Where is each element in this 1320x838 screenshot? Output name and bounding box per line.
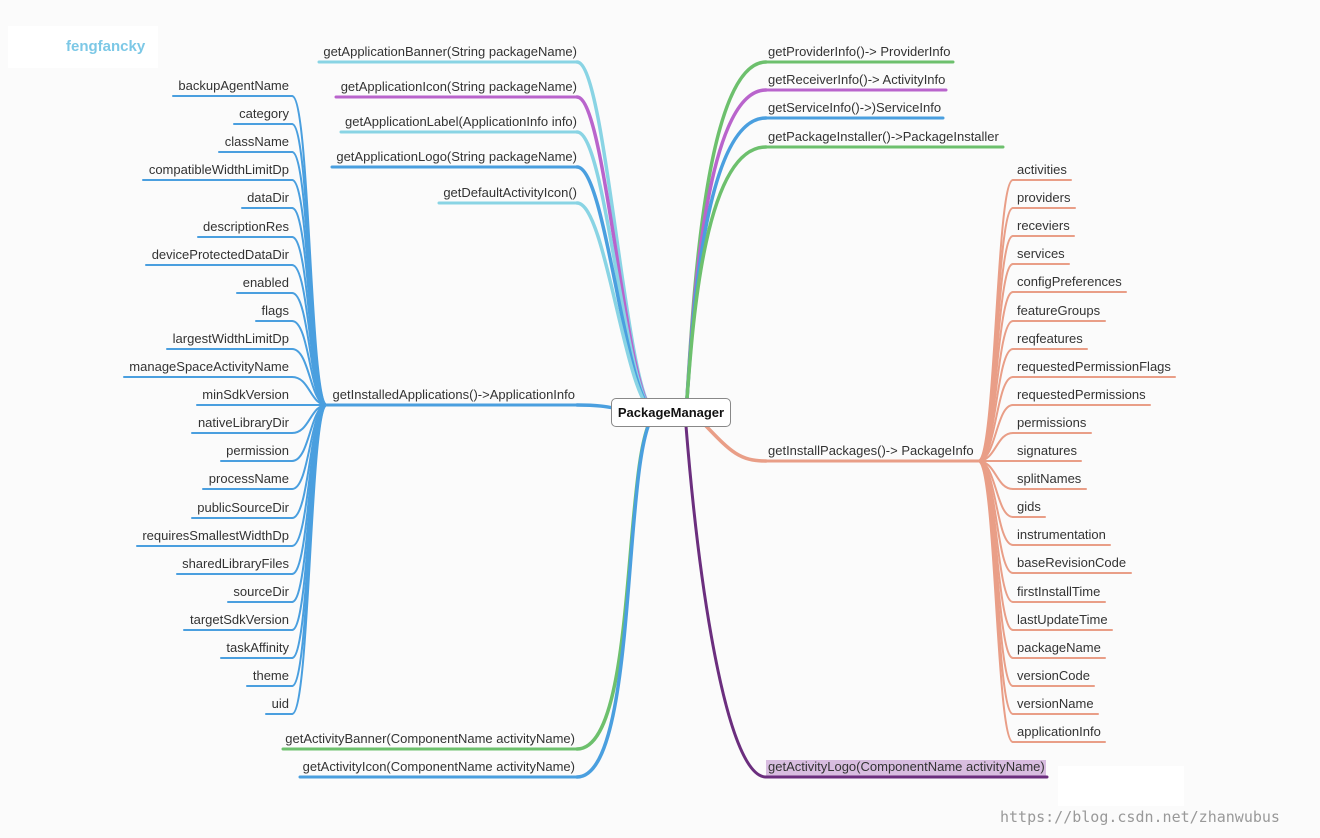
leaf-label[interactable]: versionName [1017, 696, 1094, 711]
leaf-label[interactable]: instrumentation [1017, 527, 1106, 542]
leaf-label[interactable]: processName [208, 471, 289, 486]
leaf-label[interactable]: signatures [1017, 443, 1077, 458]
leaf-label[interactable]: activities [1017, 162, 1067, 177]
leaf-label[interactable]: configPreferences [1017, 274, 1122, 289]
author-name: fengfancky [66, 38, 146, 55]
branch-edge [684, 424, 768, 779]
leaf-label[interactable]: className [224, 134, 289, 149]
branch-label[interactable]: getProviderInfo()-> ProviderInfo [768, 44, 951, 59]
branch-label[interactable]: getApplicationIcon(String packageName) [340, 79, 577, 94]
branch-label[interactable]: getInstalledApplications()->ApplicationI… [332, 387, 575, 402]
highlight-box [766, 760, 1046, 777]
leaf-label[interactable]: packageName [1017, 640, 1101, 655]
leaf-label[interactable]: enabled [242, 275, 289, 290]
branch-edge [575, 410, 658, 779]
leaf-label[interactable]: manageSpaceActivityName [129, 359, 289, 374]
leaf-label[interactable]: applicationInfo [1017, 724, 1101, 739]
leaf-label[interactable]: versionCode [1017, 668, 1090, 683]
branch-edge [684, 116, 768, 414]
branch-label[interactable]: getActivityBanner(ComponentName activity… [285, 731, 575, 746]
leaf-label[interactable]: theme [252, 668, 289, 683]
branch-label[interactable]: getApplicationBanner(String packageName) [323, 44, 577, 59]
branch-label[interactable]: getActivityLogo(ComponentName activityNa… [768, 759, 1045, 774]
branch-label[interactable]: getServiceInfo()->)ServiceInfo [768, 100, 942, 115]
leaf-label[interactable]: category [239, 106, 289, 121]
branch-label[interactable]: getApplicationLogo(String packageName) [336, 149, 577, 164]
leaf-label[interactable]: splitNames [1017, 471, 1082, 486]
watermark-patch [1058, 766, 1184, 806]
leaf-label[interactable]: sourceDir [233, 584, 289, 599]
leaf-label[interactable]: compatibleWidthLimitDp [148, 162, 289, 177]
leaf-label[interactable]: targetSdkVersion [189, 612, 289, 627]
leaf-label[interactable]: taskAffinity [226, 640, 289, 655]
leaf-label[interactable]: reqfeatures [1017, 331, 1083, 346]
leaf-label[interactable]: providers [1017, 190, 1071, 205]
leaf-label[interactable]: lastUpdateTime [1017, 612, 1108, 627]
author-watermark: fengfancky [8, 26, 158, 68]
leaf-label[interactable]: baseRevisionCode [1017, 555, 1127, 570]
leaf-label[interactable]: uid [271, 696, 289, 711]
leaf-label[interactable]: permission [226, 443, 289, 458]
branch-label[interactable]: getDefaultActivityIcon() [443, 185, 577, 200]
leaf-label[interactable]: firstInstallTime [1017, 584, 1101, 599]
leaf-label[interactable]: minSdkVersion [202, 387, 289, 402]
branch-edge [575, 130, 658, 414]
leaf-label[interactable]: backupAgentName [178, 78, 289, 93]
leaf-label[interactable]: deviceProtectedDataDir [151, 247, 289, 262]
leaf-label[interactable]: publicSourceDir [197, 500, 289, 515]
branch-edge [684, 60, 768, 414]
leaf-label[interactable]: largestWidthLimitDp [172, 331, 289, 346]
branch-label[interactable]: getActivityIcon(ComponentName activityNa… [302, 759, 575, 774]
root-node[interactable]: PackageManager [611, 398, 731, 427]
branch-label[interactable]: getInstallPackages()-> PackageInfo [768, 443, 974, 458]
leaf-label[interactable]: descriptionRes [203, 219, 289, 234]
leaf-label[interactable]: nativeLibraryDir [197, 415, 289, 430]
leaf-label[interactable]: flags [261, 303, 289, 318]
leaf-edge [977, 460, 1014, 743]
leaf-label[interactable]: permissions [1017, 415, 1087, 430]
leaf-label[interactable]: requestedPermissionFlags [1017, 359, 1171, 374]
leaf-label[interactable]: requestedPermissions [1017, 387, 1146, 402]
branch-edge [684, 145, 768, 414]
branch-label[interactable]: getApplicationLabel(ApplicationInfo info… [345, 114, 577, 129]
leaf-label[interactable]: sharedLibraryFiles [182, 556, 289, 571]
leaf-edge [291, 404, 328, 715]
branch-edge [575, 165, 658, 414]
branch-edge [704, 424, 768, 463]
leaf-label[interactable]: featureGroups [1017, 303, 1101, 318]
leaf-label[interactable]: gids [1017, 499, 1041, 514]
leaf-label[interactable]: receviers [1017, 218, 1070, 233]
url-watermark: https://blog.csdn.net/zhanwubus [1000, 808, 1280, 826]
branch-label[interactable]: getReceiverInfo()-> ActivityInfo [768, 72, 946, 87]
leaf-label[interactable]: dataDir [247, 190, 289, 205]
leaf-label[interactable]: services [1017, 246, 1065, 261]
leaf-label[interactable]: requiresSmallestWidthDp [142, 528, 289, 543]
branch-label[interactable]: getPackageInstaller()->PackageInstaller [768, 129, 999, 144]
